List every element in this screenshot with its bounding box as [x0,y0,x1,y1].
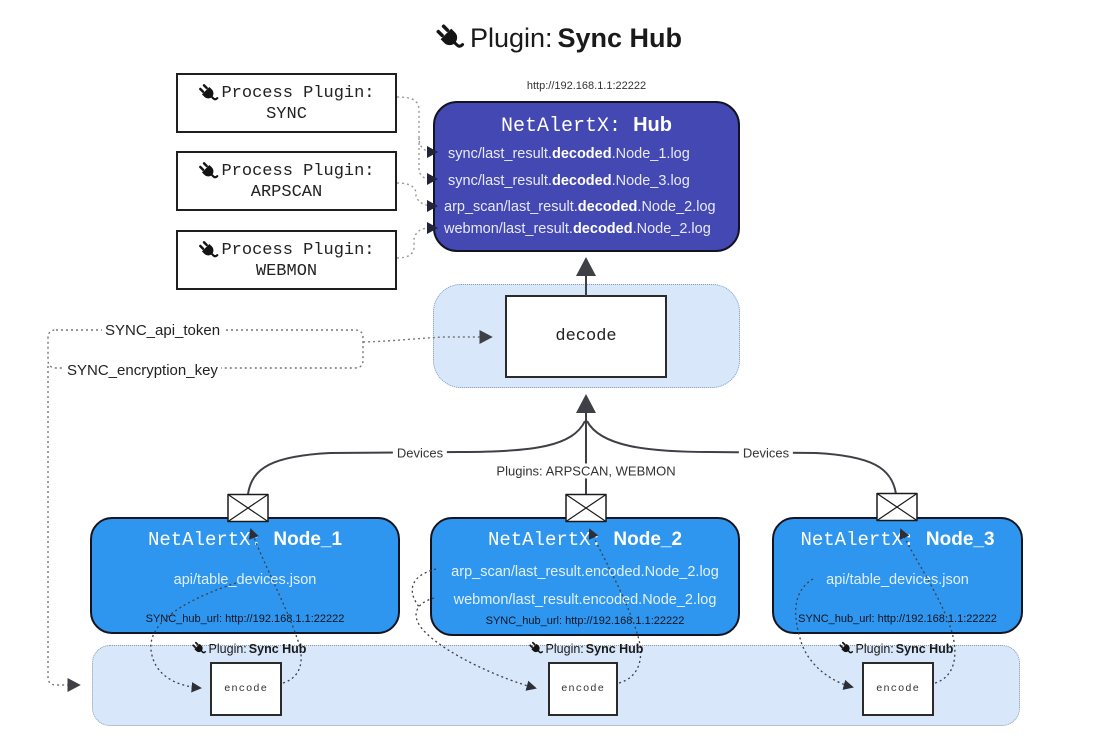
node-hub-url: SYNC_hub_url: http://192.168.1.1:22222 [798,613,997,625]
node-title: NetAlertX: Node_2 [487,529,683,551]
encode-box: encode [548,662,618,716]
process-plugin-name: SYNC [266,104,307,124]
plug-icon [198,161,219,182]
hub-log-line: webmon/last_result.decoded.Node_2.log [444,221,711,237]
plug-icon [529,641,544,656]
hub-title: NetAlertX: Hub [435,114,738,138]
edge-label-devices-left: Devices [392,445,448,461]
page-title: Plugin: Sync Hub [0,18,1117,58]
node-hub-url: SYNC_hub_url: http://192.168.1.1:22222 [485,615,685,627]
process-plugin-header: Process Plugin: [198,83,375,104]
hub-box: NetAlertX: Hub sync/last_result.decoded.… [433,101,740,252]
hub-log-line: sync/last_result.decoded.Node_1.log [448,146,690,162]
process-plugin-header: Process Plugin: [198,240,375,261]
process-plugin-box-webmon: Process Plugin: WEBMON [176,230,397,290]
page-title-text: Plugin: [469,22,553,53]
page-title-bold: Sync Hub [557,22,683,53]
process-plugin-label: Process Plugin: [221,83,375,103]
encoder-label: Plugin: Sync Hub [192,641,306,656]
edge-label-devices-right: Devices [738,445,794,461]
node-file-line: api/table_devices.json [826,572,969,588]
node1-box: NetAlertX: Node_1 api/table_devices.json… [90,517,400,634]
process-plugin-box-sync: Process Plugin: SYNC [176,73,397,133]
encoder-label: Plugin: Sync Hub [839,641,953,656]
process-plugin-name: WEBMON [255,261,318,281]
plugin-to-hub-links [396,96,432,259]
node-hub-url: SYNC_hub_url: http://192.168.1.1:22222 [145,613,345,625]
node-file-line: arp_scan/last_result.encoded.Node_2.log [451,564,719,580]
node-title: NetAlertX: Node_3 [800,529,995,551]
process-plugin-header: Process Plugin: [198,161,375,182]
node-file-line: webmon/last_result.encoded.Node_2.log [453,592,717,608]
sync-encryption-key-label: SYNC_encryption_key [64,362,221,379]
node-title: NetAlertX: Node_1 [147,529,343,551]
hub-log-line: sync/last_result.decoded.Node_3.log [448,173,690,189]
edge-label-plugins: Plugins: ARPSCAN, WEBMON [492,463,680,479]
node2-box: NetAlertX: Node_2 arp_scan/last_result.e… [430,517,740,636]
process-plugin-label: Process Plugin: [221,240,375,260]
hub-title-bold: Hub [633,114,672,136]
process-plugin-name: ARPSCAN [250,182,323,202]
encode-box: encode [210,662,282,716]
node3-box: NetAlertX: Node_3 api/table_devices.json… [772,517,1023,634]
plug-icon [192,641,207,656]
hub-log-line: arp_scan/last_result.decoded.Node_2.log [444,199,716,215]
plug-icon [198,83,219,104]
hub-title-prefix: NetAlertX: [501,115,634,138]
process-plugin-box-arpscan: Process Plugin: ARPSCAN [176,151,397,211]
decode-box: decode [505,295,667,378]
encode-box: encode [862,662,934,716]
plug-icon [198,240,219,261]
hub-url-label: http://192.168.1.1:22222 [526,80,647,92]
plug-icon [435,23,465,53]
sync-api-token-label: SYNC_api_token [102,322,224,339]
node-file-line: api/table_devices.json [173,572,317,588]
process-plugin-label: Process Plugin: [221,161,375,181]
plug-icon [839,641,854,656]
encoder-label: Plugin: Sync Hub [529,641,643,656]
